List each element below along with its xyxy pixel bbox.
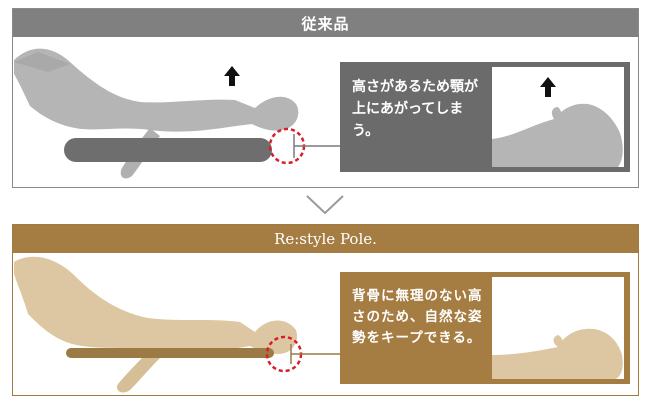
conventional-callout: 高さがあるため顎が上にあがってしまう。 [340, 62, 630, 172]
chevron-down-icon [306, 195, 344, 215]
neutral-head-illustration [492, 328, 623, 379]
restyle-head-inset [492, 277, 624, 379]
up-arrow-icon [540, 77, 556, 97]
conventional-panel-title: 従来品 [13, 9, 638, 37]
conventional-callout-text: 高さがあるため顎が上にあがってしまう。 [352, 79, 478, 139]
conventional-head-inset [492, 67, 624, 167]
tilted-head-illustration [492, 77, 623, 167]
restyle-panel-title: Re:style Pole. [13, 225, 638, 253]
restyle-callout-text: 背骨に無理のない高さのため、自然な姿勢をキープできる。 [352, 288, 483, 346]
restyle-callout: 背骨に無理のない高さのため、自然な姿勢をキープできる。 [340, 272, 630, 384]
